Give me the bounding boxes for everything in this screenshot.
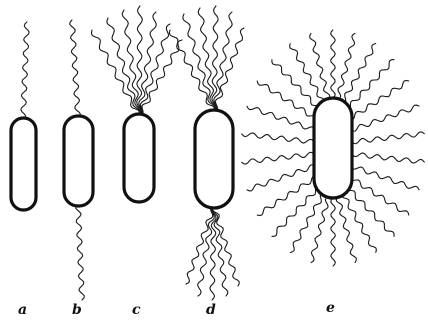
flagellum-b-bottom [76,204,85,300]
bacterium-cell-c [124,114,154,202]
flagellum-d-top-5 [214,12,232,112]
flagellum-e-12 [247,165,315,191]
flagellum-e-26 [352,132,424,144]
bacterium-cell-b [64,116,93,206]
flagellum-a-top [21,22,29,120]
flagellum-d-bottom-5 [213,206,239,286]
flagellum-c-tuft-5 [139,12,156,116]
panel-label-b: b [72,302,82,318]
cells-layer [11,98,352,210]
flagellum-c-tuft-6 [139,24,170,116]
flagellum-e-18 [290,44,325,104]
flagellum-b-top [70,20,81,118]
panel-label-c: c [132,302,141,318]
panel-label-a: a [18,302,27,318]
flagellum-e-1 [352,153,424,163]
flagellum-e-14 [242,133,314,143]
flagellum-c-tuft-7 [139,40,182,116]
panel-label-e: e [326,300,335,316]
flagellum-d-top-4 [212,6,218,112]
flagellum-e-13 [242,152,314,164]
panel-labels: a b c d e [18,300,335,318]
bacterium-cell-a [11,118,36,210]
flagellum-e-22 [342,44,376,104]
flagellum-e-25 [351,105,419,131]
flagellum-e-10 [272,186,320,237]
flagellum-e-19 [310,34,330,100]
bacterium-cell-d [195,110,233,208]
flagellum-e-6 [336,197,356,263]
bacterium-cell-e [314,98,352,198]
panel-label-d: d [206,302,216,318]
flagellum-e-9 [290,192,324,252]
flagellum-e-23 [346,60,394,111]
flagellum-e-7 [331,198,336,266]
flagellum-e-20 [331,30,336,98]
flagellum-d-bottom-2 [198,206,214,296]
flagellum-e-5 [341,192,376,252]
